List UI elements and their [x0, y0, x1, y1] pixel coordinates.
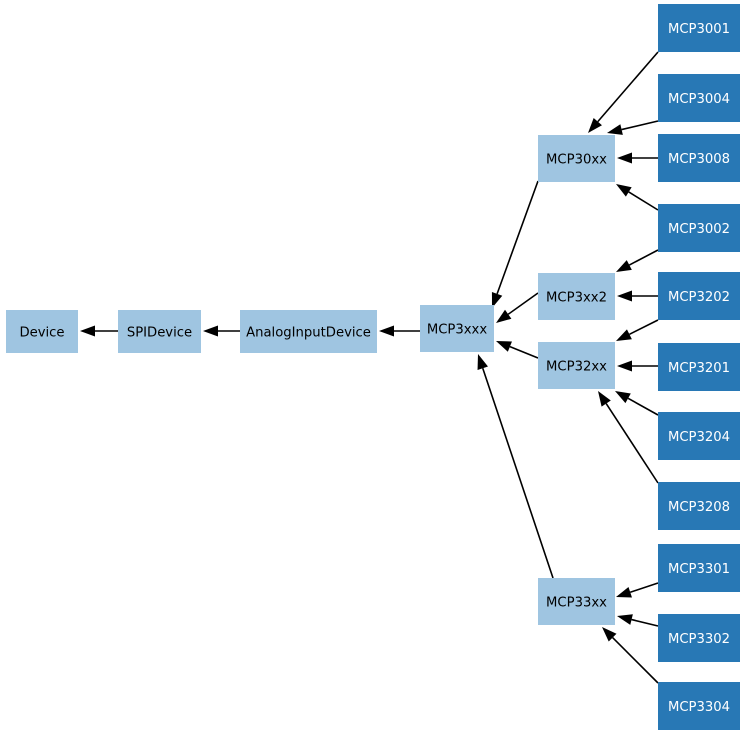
edge-analoginputdevice-to-spidevice [203, 325, 240, 337]
node-box-mcp3301[interactable] [658, 544, 740, 592]
edge-mcp3202-to-mcp3xx2 [617, 290, 658, 302]
edge-line [605, 403, 659, 484]
edge-mcp32xx-to-mcp3xxx [496, 341, 539, 359]
node-mcp3002[interactable]: MCP3002 [658, 204, 740, 252]
edge-mcp33xx-to-mcp3xxx [477, 354, 554, 579]
node-box-mcp3204[interactable] [658, 412, 740, 460]
edge-arrowhead [602, 627, 617, 642]
edge-line [597, 51, 659, 123]
edge-mcp3xxx-to-analoginputdevice [379, 325, 420, 337]
edge-arrowhead [379, 325, 394, 337]
edge-arrowhead [607, 124, 623, 135]
node-mcp3201[interactable]: MCP3201 [658, 343, 740, 391]
node-box-mcp32xx[interactable] [538, 342, 615, 389]
node-box-mcp30xx[interactable] [538, 135, 615, 182]
node-box-mcp3008[interactable] [658, 134, 740, 182]
edge-arrowhead [616, 260, 632, 272]
edge-arrowhead [617, 152, 632, 164]
node-box-mcp3302[interactable] [658, 614, 740, 662]
edge-mcp30xx-to-mcp3xxx [491, 180, 539, 308]
edge-mcp3001-to-mcp30xx [588, 51, 659, 133]
node-box-device[interactable] [6, 310, 78, 353]
node-device[interactable]: Device [6, 310, 78, 353]
edge-mcp3208-to-mcp32xx [598, 391, 659, 484]
edge-mcp3202-to-mcp32xx [616, 319, 659, 341]
node-spidevice[interactable]: SPIDevice [118, 310, 201, 353]
edge-line [482, 367, 554, 579]
edge-mcp3304-to-mcp33xx [602, 627, 659, 684]
edge-mcp3302-to-mcp33xx [617, 614, 659, 627]
edge-arrowhead [477, 354, 488, 370]
node-box-mcp33xx[interactable] [538, 578, 615, 625]
edge-arrowhead [616, 184, 632, 197]
node-box-mcp3xx2[interactable] [538, 273, 615, 320]
edge-spidevice-to-device [80, 325, 118, 337]
node-box-mcp3004[interactable] [658, 74, 740, 122]
edge-arrowhead [203, 325, 218, 337]
node-box-mcp3208[interactable] [658, 482, 740, 530]
node-box-mcp3201[interactable] [658, 343, 740, 391]
node-box-spidevice[interactable] [118, 310, 201, 353]
edge-arrowhead [491, 292, 503, 308]
edge-line [628, 249, 659, 266]
edge-mcp3201-to-mcp32xx [617, 360, 658, 372]
edge-line [612, 637, 659, 684]
edge-mcp3204-to-mcp32xx [615, 391, 659, 416]
node-mcp33xx[interactable]: MCP33xx [538, 578, 615, 625]
node-mcp3008[interactable]: MCP3008 [658, 134, 740, 182]
edge-line [621, 120, 659, 131]
edge-line [628, 191, 659, 211]
edge-line [496, 180, 539, 295]
node-mcp3004[interactable]: MCP3004 [658, 74, 740, 122]
node-box-mcp3002[interactable] [658, 204, 740, 252]
node-mcp3204[interactable]: MCP3204 [658, 412, 740, 460]
edge-arrowhead [496, 341, 512, 352]
edge-arrowhead [617, 360, 632, 372]
node-mcp3xx2[interactable]: MCP3xx2 [538, 273, 615, 320]
edge-arrowhead [615, 391, 631, 404]
node-mcp30xx[interactable]: MCP30xx [538, 135, 615, 182]
edge-mcp3008-to-mcp30xx [617, 152, 658, 164]
edge-arrowhead [598, 391, 611, 407]
edge-arrowhead [496, 309, 512, 323]
edge-arrowhead [617, 290, 632, 302]
node-mcp3208[interactable]: MCP3208 [658, 482, 740, 530]
edge-arrowhead [617, 614, 633, 625]
edge-arrowhead [588, 118, 602, 133]
edges-layer [80, 51, 659, 684]
node-box-mcp3202[interactable] [658, 272, 740, 320]
node-mcp3xxx[interactable]: MCP3xxx [420, 305, 494, 352]
edge-mcp3xx2-to-mcp3xxx [496, 292, 539, 323]
node-mcp3304[interactable]: MCP3304 [658, 682, 740, 730]
node-box-mcp3001[interactable] [658, 4, 740, 52]
edge-line [629, 582, 659, 594]
edge-arrowhead [80, 325, 95, 337]
edge-mcp3002-to-mcp3xx2 [616, 249, 659, 272]
edge-mcp3004-to-mcp30xx [607, 120, 659, 135]
node-mcp3202[interactable]: MCP3202 [658, 272, 740, 320]
node-mcp3301[interactable]: MCP3301 [658, 544, 740, 592]
node-mcp3302[interactable]: MCP3302 [658, 614, 740, 662]
node-box-mcp3304[interactable] [658, 682, 740, 730]
edge-line [509, 345, 539, 359]
node-mcp3001[interactable]: MCP3001 [658, 4, 740, 52]
edge-arrowhead [616, 587, 632, 598]
edge-line [507, 292, 539, 315]
node-analoginputdevice[interactable]: AnalogInputDevice [240, 310, 377, 353]
edge-mcp3301-to-mcp33xx [616, 582, 659, 598]
edge-arrowhead [616, 329, 632, 341]
node-box-analoginputdevice[interactable] [240, 310, 377, 353]
edge-mcp3002-to-mcp30xx [616, 184, 659, 211]
node-box-mcp3xxx[interactable] [420, 305, 494, 352]
node-mcp32xx[interactable]: MCP32xx [538, 342, 615, 389]
edge-line [627, 397, 659, 416]
edge-line [629, 319, 659, 336]
edge-line [631, 618, 659, 627]
